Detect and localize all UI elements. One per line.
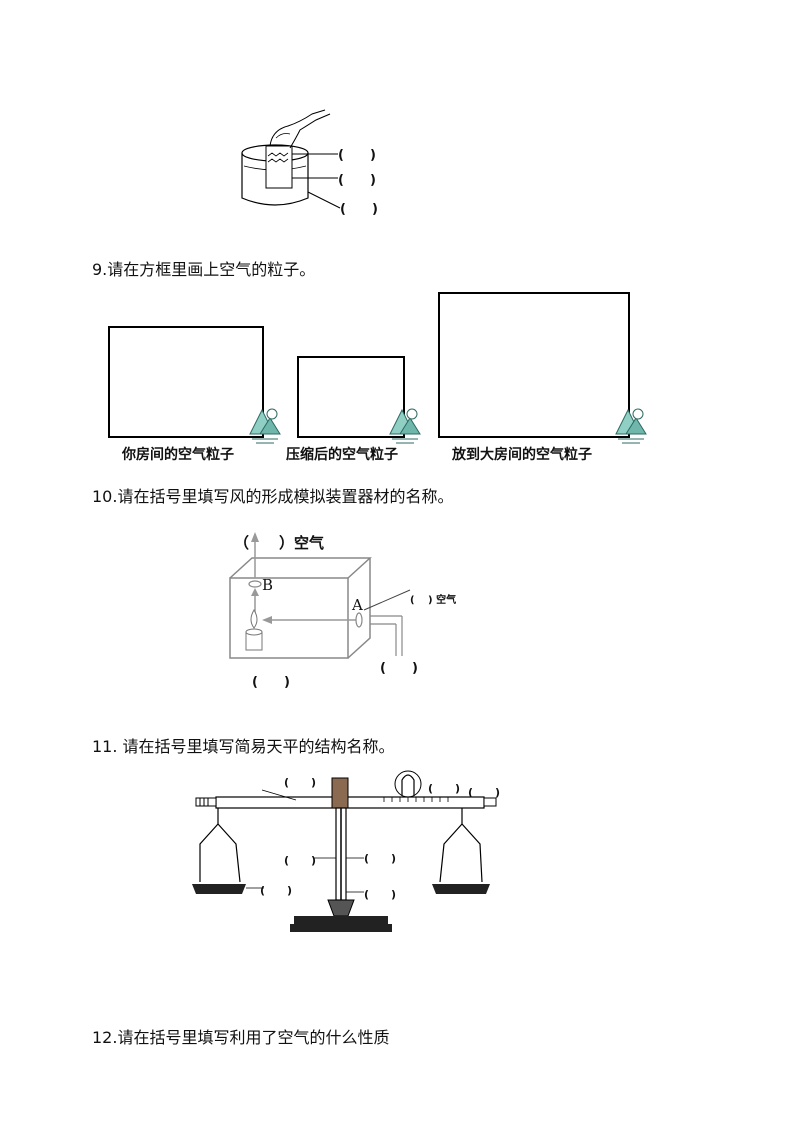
- wind-device-illustration: [229, 532, 411, 659]
- mountain-watermark-icon: [389, 408, 421, 444]
- balance-blank-rider[interactable]: ( ): [428, 782, 461, 795]
- caption-room-particles: 你房间的空气粒子: [122, 447, 234, 463]
- balance-illustration: [192, 770, 497, 932]
- mountain-watermark-icon: [615, 408, 647, 444]
- particle-box-room[interactable]: [108, 326, 264, 438]
- letter-b-label: B: [262, 576, 274, 594]
- wind-blank-bottom[interactable]: ( ): [252, 675, 290, 690]
- caption-compressed-particles: 压缩后的空气粒子: [286, 447, 398, 463]
- mountain-watermark-icon: [249, 408, 281, 444]
- blank-cup-3[interactable]: ( ): [340, 202, 378, 217]
- blank-cup-2[interactable]: ( ): [338, 173, 376, 188]
- balance-blank-pan[interactable]: ( ): [260, 884, 293, 897]
- blank-cup-1[interactable]: ( ): [338, 148, 376, 163]
- balance-blank-right-end[interactable]: ( ): [468, 786, 501, 799]
- cup-in-water-illustration: [241, 109, 341, 209]
- balance-blank-base[interactable]: ( ): [364, 888, 397, 901]
- wind-device-figure: （ ）空气 B A ( ) 空气 ( ) ( ): [222, 528, 462, 693]
- question-9-text: 9.请在方框里画上空气的粒子。: [92, 260, 316, 279]
- balance-figure: ( ) ( ) ( ) ( ) ( ) ( ) ( ): [188, 766, 500, 946]
- wind-top-label[interactable]: （ ）空气: [234, 534, 325, 552]
- balance-blank-beam[interactable]: ( ): [284, 776, 317, 789]
- particle-box-large-room[interactable]: [438, 292, 630, 438]
- letter-a-label: A: [352, 596, 363, 614]
- wind-right-label[interactable]: ( ) 空气: [410, 595, 457, 606]
- particle-box-compressed[interactable]: [297, 356, 405, 438]
- question-10-text: 10.请在括号里填写风的形成模拟装置器材的名称。: [92, 487, 454, 506]
- balance-blank-pillar-right[interactable]: ( ): [364, 852, 397, 865]
- question-12-text: 12.请在括号里填写利用了空气的什么性质: [92, 1028, 390, 1047]
- cup-in-water-figure: ( ) ( ) ( ): [230, 108, 430, 223]
- wind-blank-right[interactable]: ( ): [380, 661, 418, 676]
- balance-blank-pillar-left[interactable]: ( ): [284, 854, 317, 867]
- question-11-text: 11. 请在括号里填写简易天平的结构名称。: [92, 737, 395, 756]
- caption-large-room-particles: 放到大房间的空气粒子: [452, 447, 592, 463]
